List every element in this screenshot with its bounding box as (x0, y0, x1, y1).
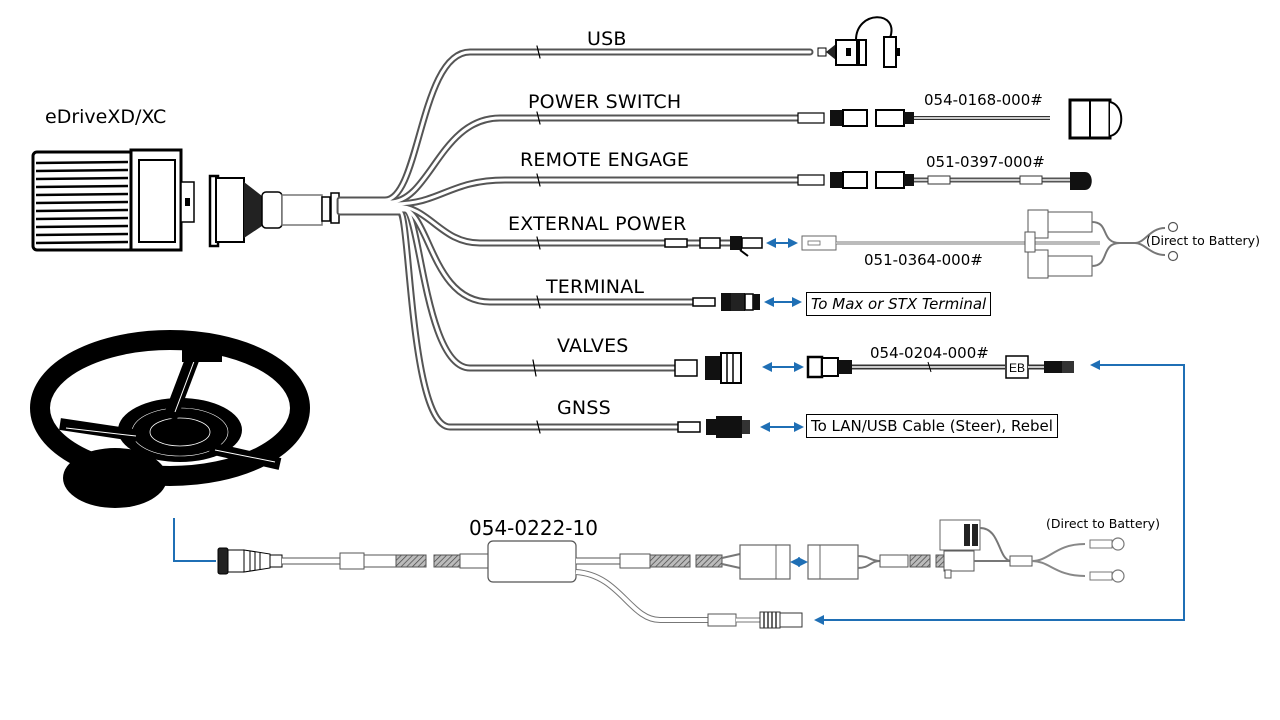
cable-label-gnss: GNSS (557, 397, 611, 419)
destination-terminal: To Max or STX Terminal (806, 292, 992, 316)
cable-label-terminal: TERMINAL (546, 276, 645, 298)
cable-label-usb: USB (587, 28, 627, 50)
terminal-connector (692, 293, 760, 311)
note-direct-to-battery-harness: (Direct to Battery) (1046, 516, 1160, 531)
destination-gnss: To LAN/USB Cable (Steer), Rebel (806, 414, 1058, 438)
part-number-valves: 054-0204-000# (870, 344, 989, 362)
steering-wheel (30, 330, 310, 508)
cable-label-power-switch: POWER SWITCH (528, 91, 682, 113)
cable-label-external-power: EXTERNAL POWER (508, 213, 687, 235)
part-number-steering-harness: 054-0222-10 (469, 516, 598, 540)
part-number-power-switch: 054-0168-000# (924, 91, 1043, 109)
part-number-external-power: 051-0364-000# (864, 251, 983, 269)
connection-arrows (173, 238, 1185, 625)
device-title: eDriveXD/XC (45, 106, 167, 128)
part-number-remote-engage: 051-0397-000# (926, 153, 1045, 171)
cable-bundle (336, 45, 814, 434)
main-connector (208, 174, 340, 248)
gnss-connector (677, 416, 750, 438)
power-switch-connectors (797, 98, 1123, 140)
external-power-connectors (664, 209, 1179, 279)
edrive-unit (31, 148, 195, 252)
note-direct-to-battery-external: (Direct to Battery) (1146, 233, 1260, 248)
cable-label-valves: VALVES (557, 335, 629, 357)
usb-connector (817, 16, 900, 68)
cable-label-remote-engage: REMOTE ENGAGE (520, 149, 690, 171)
arrow-loop-valves (814, 360, 1185, 625)
eb-marker: EB (1009, 361, 1025, 375)
steering-harness (217, 519, 1125, 629)
wheel-link-line (173, 518, 216, 562)
remote-engage-connectors (797, 171, 1092, 190)
